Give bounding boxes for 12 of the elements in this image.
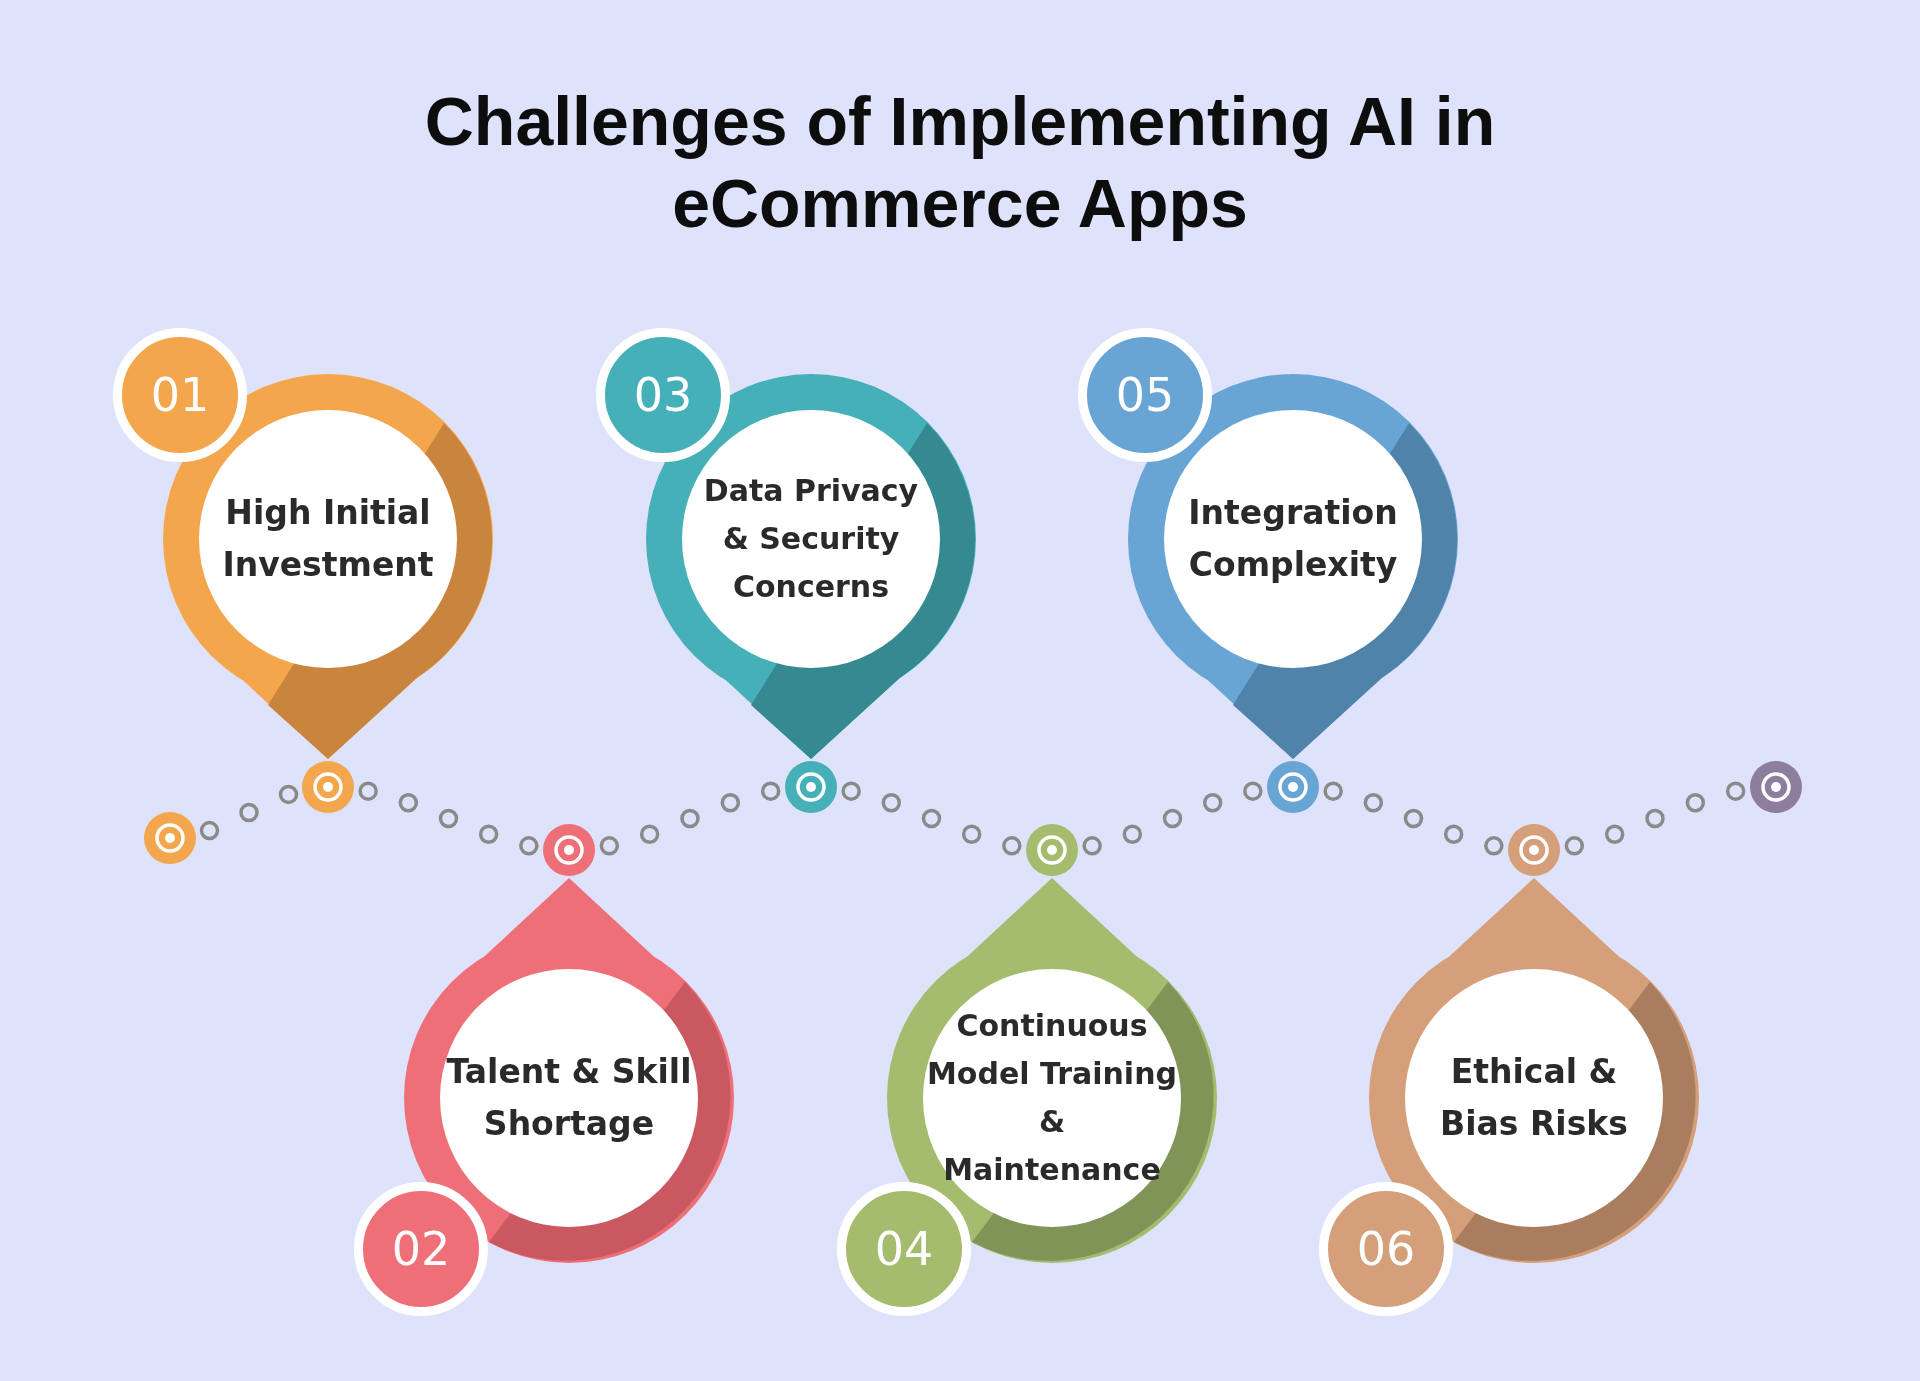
challenge-label: Integration Complexity [1187,492,1399,586]
challenge-label: Ethical & Bias Risks [1439,1051,1629,1145]
step-number: 03 [596,328,730,462]
challenge-label: Data Privacy & Security Concerns [702,472,920,606]
step-number: 01 [113,328,247,462]
challenge-label: High Initial Investment [221,492,435,586]
challenge-label: Talent & Skill Shortage [445,1051,693,1145]
step-number: 02 [354,1182,488,1316]
title: Challenges of Implementing AI in eCommerce Apps [423,82,1497,243]
step-number: 04 [837,1182,971,1316]
step-number: 05 [1078,328,1212,462]
step-number: 06 [1319,1182,1453,1316]
